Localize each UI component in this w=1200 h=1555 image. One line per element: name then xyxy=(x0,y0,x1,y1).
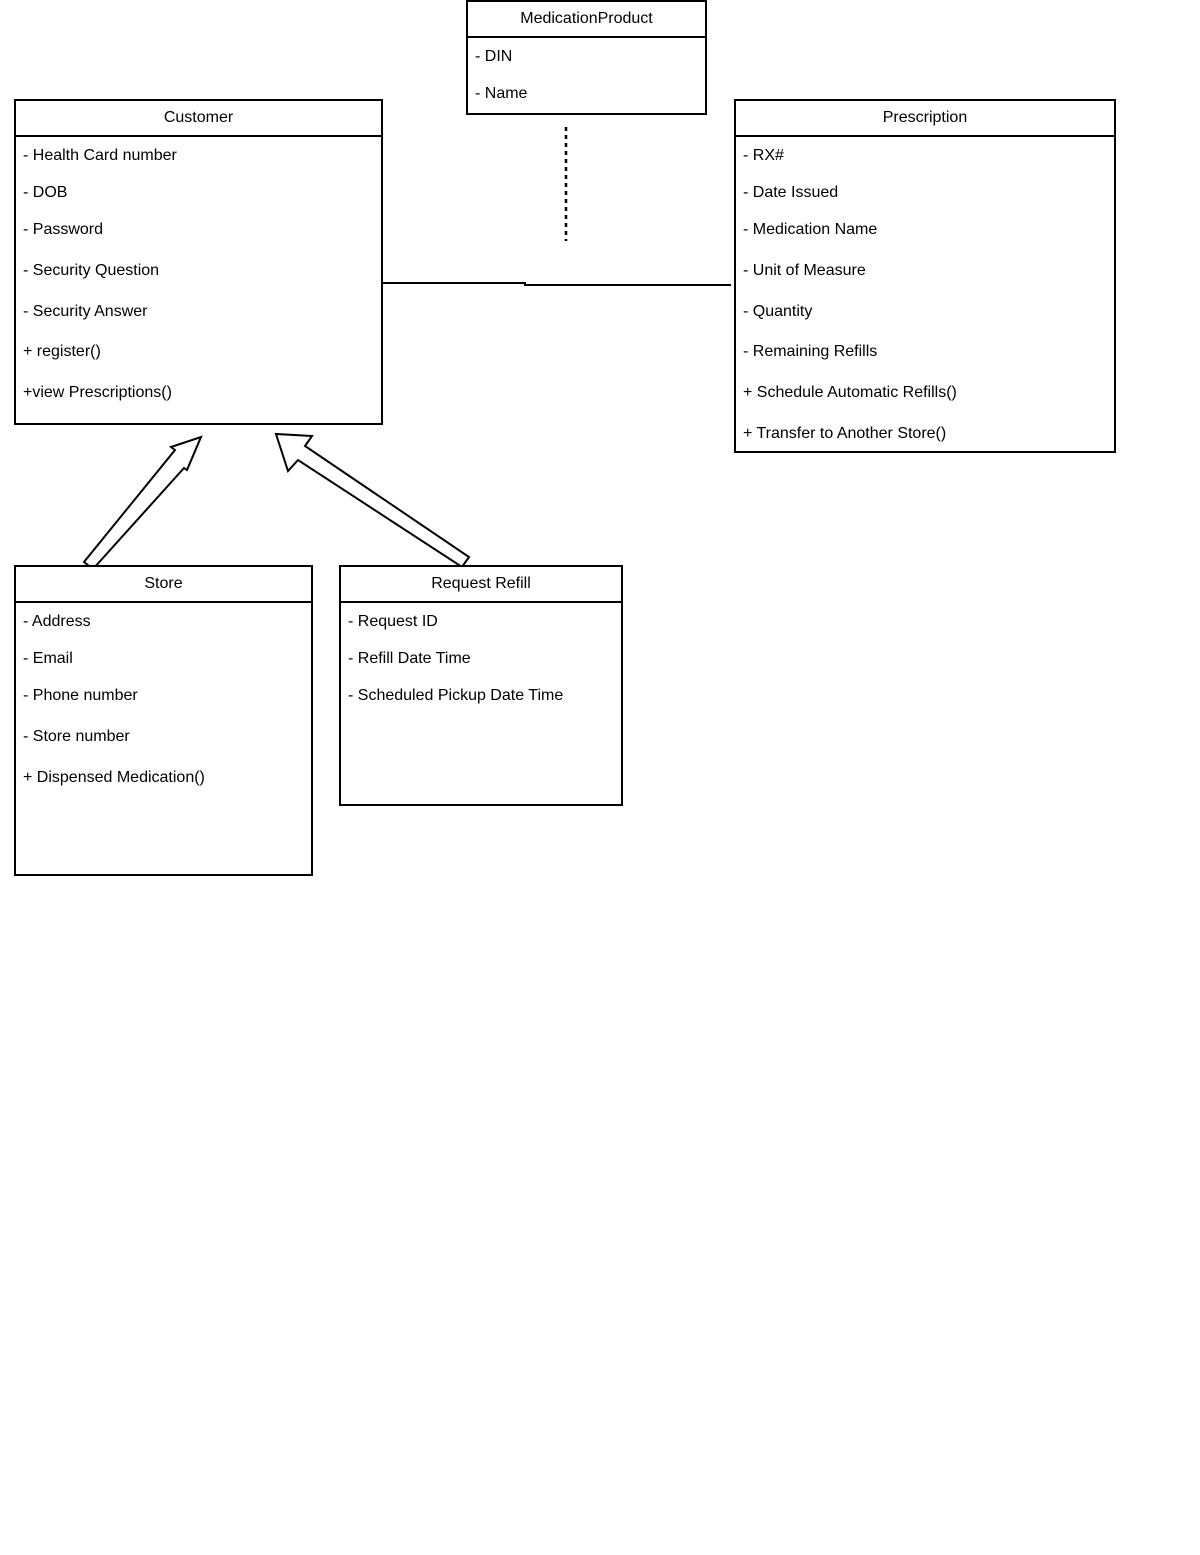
generalization-arrow-request-refill-customer xyxy=(274,432,471,569)
attribute: - DIN xyxy=(475,48,513,65)
class-name: Request Refill xyxy=(341,567,621,603)
generalization-arrow-store-customer xyxy=(82,435,203,571)
class-name: Store xyxy=(16,567,311,603)
attribute: - Medication Name xyxy=(743,221,878,238)
method: + register() xyxy=(23,343,101,360)
attribute: - Request ID xyxy=(348,613,438,630)
class-name: Customer xyxy=(16,101,381,137)
attribute: - Remaining Refills xyxy=(743,343,878,360)
association-line-customer-prescription xyxy=(382,282,731,286)
attribute: - Security Answer xyxy=(23,303,148,320)
class-members: - RX# - Date Issued - Medication Name - … xyxy=(736,137,1114,446)
class-medication-product[interactable]: MedicationProduct - DIN - Name xyxy=(466,0,707,115)
attribute: - Refill Date Time xyxy=(348,650,471,667)
method: +view Prescriptions() xyxy=(23,384,172,401)
attribute: - Security Question xyxy=(23,262,160,279)
attribute: - RX# xyxy=(743,147,784,164)
attribute: - Email xyxy=(23,650,73,667)
class-store[interactable]: Store - Address - Email - Phone number -… xyxy=(14,565,313,876)
class-members: - Health Card number - DOB - Password - … xyxy=(16,137,381,405)
attribute: - Name xyxy=(475,85,528,102)
attribute: - Store number xyxy=(23,728,130,745)
class-request-refill[interactable]: Request Refill - Request ID - Refill Dat… xyxy=(339,565,623,806)
attribute: - Address xyxy=(23,613,91,630)
attribute: - Scheduled Pickup Date Time xyxy=(348,687,564,704)
attribute: - Date Issued xyxy=(743,184,839,201)
attribute: - Unit of Measure xyxy=(743,262,866,279)
method: + Dispensed Medication() xyxy=(23,769,205,786)
class-customer[interactable]: Customer - Health Card number - DOB - Pa… xyxy=(14,99,383,425)
attribute: - DOB xyxy=(23,184,68,201)
attribute: - Health Card number xyxy=(23,147,177,164)
class-name: Prescription xyxy=(736,101,1114,137)
attribute: - Quantity xyxy=(743,303,813,320)
method: + Schedule Automatic Refills() xyxy=(743,384,957,401)
class-members: - Address - Email - Phone number - Store… xyxy=(16,603,311,790)
attribute: - Phone number xyxy=(23,687,138,704)
class-prescription[interactable]: Prescription - RX# - Date Issued - Medic… xyxy=(734,99,1116,453)
class-members: - Request ID - Refill Date Time - Schedu… xyxy=(341,603,621,708)
class-attributes: - DIN - Name xyxy=(468,38,705,106)
attribute: - Password xyxy=(23,221,104,238)
class-name: MedicationProduct xyxy=(468,2,705,38)
method: + Transfer to Another Store() xyxy=(743,425,947,442)
